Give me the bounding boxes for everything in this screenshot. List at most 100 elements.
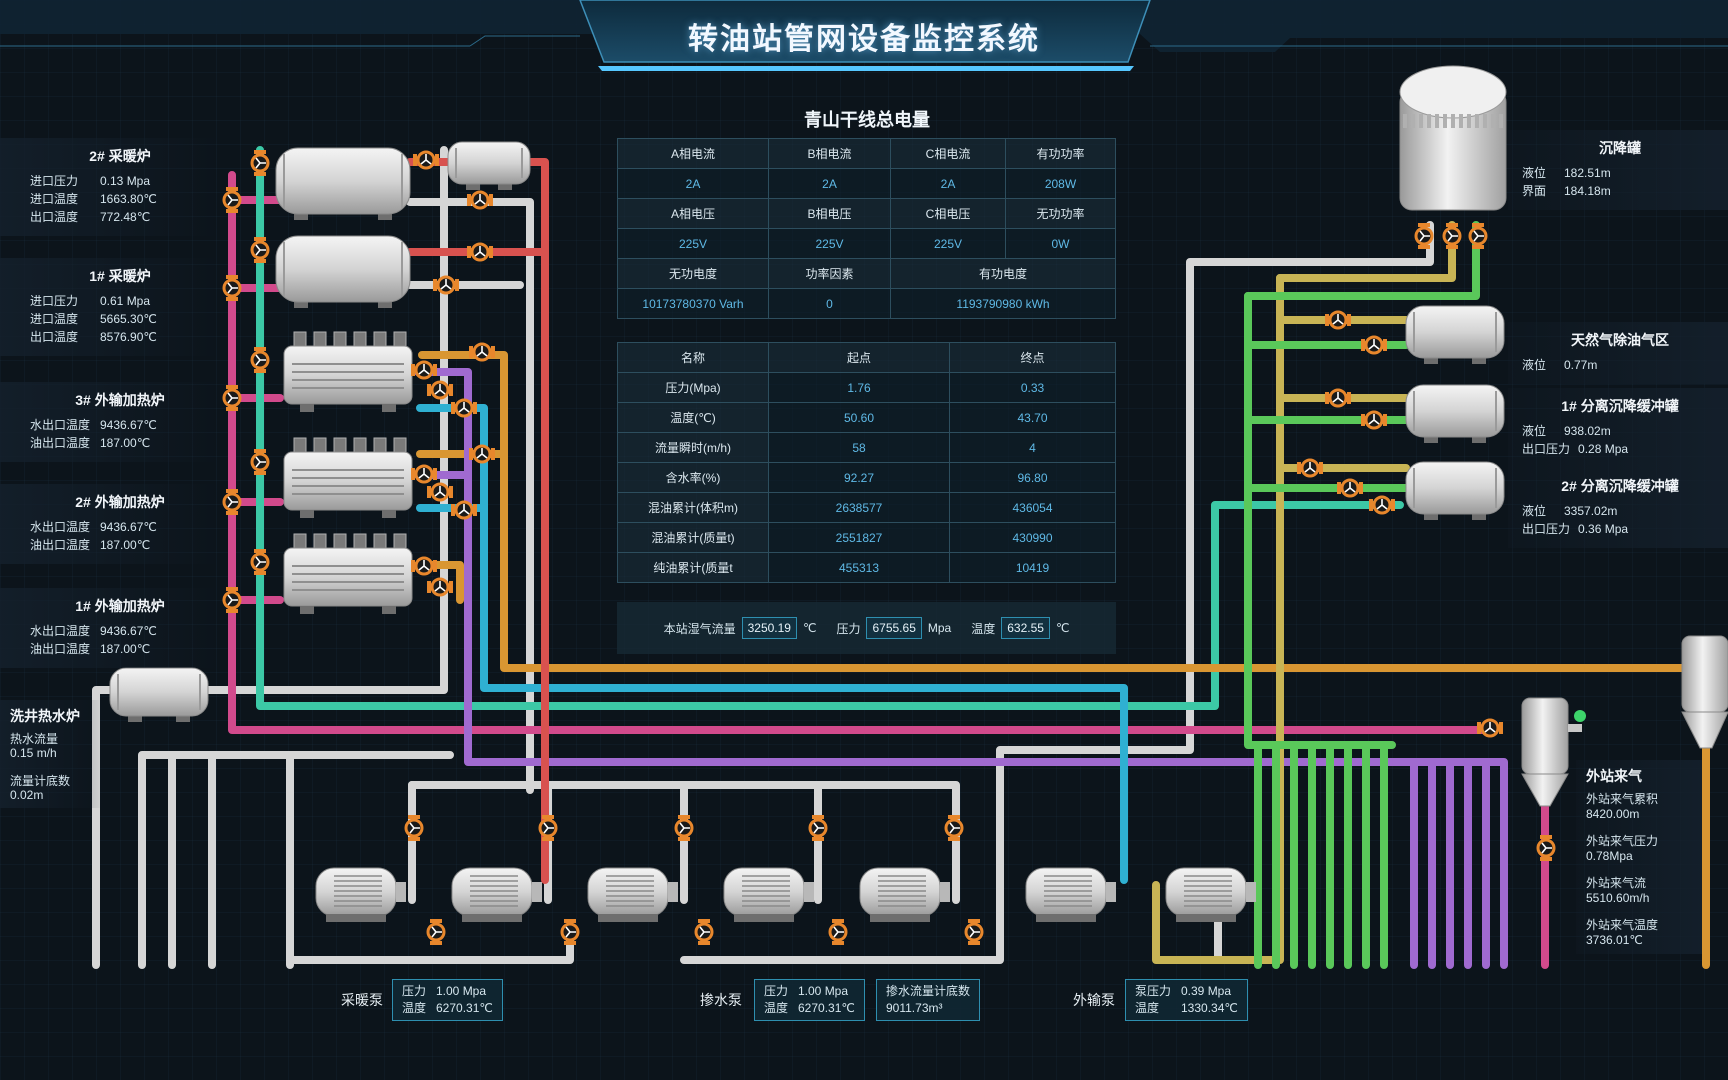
valve-flange xyxy=(254,369,266,373)
valve-spokes xyxy=(255,244,266,256)
valve-spokes xyxy=(1368,414,1380,425)
pump-body xyxy=(1025,867,1107,917)
valve-spokes xyxy=(679,822,690,834)
valve-flange xyxy=(469,346,473,358)
valve-spokes xyxy=(458,504,470,515)
row-label: 进口压力 xyxy=(30,174,79,188)
row-label: 温度 xyxy=(764,1001,789,1015)
water-pump-label: 掺水泵 xyxy=(700,992,742,1008)
tank-body xyxy=(447,141,531,185)
pump-4 xyxy=(723,867,814,922)
pump-shaft xyxy=(532,882,542,902)
panel-title: 1# 外输加热炉 xyxy=(75,598,165,614)
row-value: 0.28 Mpa xyxy=(1578,442,1629,456)
heater-top xyxy=(393,533,407,549)
valve-flange xyxy=(427,486,431,498)
row-label: 出口压力 xyxy=(1522,522,1571,536)
valve-flange xyxy=(473,504,477,516)
row-value: 9436.67℃ xyxy=(100,624,157,638)
row-value: 0.13 Mpa xyxy=(100,174,151,188)
table-cell: 436054 xyxy=(949,492,1116,523)
valve-flange xyxy=(1477,722,1481,734)
valve-spokes xyxy=(1447,230,1458,242)
valve-flange xyxy=(473,402,477,414)
table-header: C相电流 xyxy=(890,138,1006,169)
valve-flange xyxy=(433,364,437,376)
table-cell: 1193790980 kWh xyxy=(890,288,1116,319)
tank-foot xyxy=(498,180,512,190)
wet-gas-flow-value: 3250.19 xyxy=(741,617,797,639)
tank-body xyxy=(275,147,411,215)
row-value: 6270.31℃ xyxy=(436,1001,493,1015)
valve-flange xyxy=(254,237,266,241)
row-value: 187.00℃ xyxy=(100,642,151,656)
table-header: C相电压 xyxy=(890,198,1006,229)
valve-flange xyxy=(948,837,960,841)
tank-body xyxy=(109,667,209,717)
pump-body xyxy=(587,867,669,917)
row-value: 0.39 Mpa xyxy=(1181,984,1232,998)
export-pump-label: 外输泵 xyxy=(1073,992,1115,1008)
table-header: 终点 xyxy=(949,342,1116,373)
pump-body xyxy=(451,867,533,917)
row-label: 油出口温度 xyxy=(30,642,91,656)
valve-icon xyxy=(222,187,242,213)
tank-foot xyxy=(1472,433,1486,443)
row-label: 油出口温度 xyxy=(30,538,91,552)
table-cell: 2A xyxy=(890,168,1006,199)
valve-icon xyxy=(433,275,459,295)
valve-flange xyxy=(451,402,455,414)
table-cell: 455313 xyxy=(768,552,950,583)
valve-flange xyxy=(433,560,437,572)
heating-furnace-2-tank xyxy=(275,147,411,220)
power-table-title: 青山干线总电量 xyxy=(804,110,930,130)
panel-title: 2# 外输加热炉 xyxy=(75,494,165,510)
tank-rail xyxy=(1499,114,1503,128)
row-value: 3357.02m xyxy=(1564,504,1618,518)
pump-shaft xyxy=(668,882,678,902)
tank-rail xyxy=(1483,114,1487,128)
table-cell: 2638577 xyxy=(768,492,950,523)
water-meter-box: 掺水流量计底数 9011.73m³ xyxy=(876,979,981,1021)
heater-top xyxy=(293,331,307,347)
valve-icon xyxy=(250,347,270,373)
wet-gas-pressure-label: 压力 xyxy=(836,621,861,636)
row-label: 水出口温度 xyxy=(30,520,91,534)
valve-spokes xyxy=(476,346,488,357)
valve-icon xyxy=(1369,495,1395,515)
valve-flange xyxy=(564,941,576,945)
tank-rail xyxy=(1451,114,1455,128)
valve-flange xyxy=(1540,835,1552,839)
valve-icon xyxy=(427,577,453,597)
valve-flange xyxy=(408,815,420,819)
header-frame xyxy=(0,0,1728,71)
valve-spokes xyxy=(969,926,980,938)
valve-spokes xyxy=(255,556,266,568)
tank-rail xyxy=(1419,114,1423,128)
table-cell: 58 xyxy=(768,432,950,463)
pump-body xyxy=(723,867,805,917)
valve-icon xyxy=(222,275,242,301)
heater-top xyxy=(313,533,327,549)
valve-icon xyxy=(222,385,242,411)
tank-foot xyxy=(300,606,314,614)
valve-spokes xyxy=(833,926,844,938)
row-label: 进口压力 xyxy=(30,294,79,308)
valve-icon xyxy=(828,919,848,945)
page-title: 转油站管网设备监控系统 xyxy=(688,23,1040,56)
row-label: 温度 xyxy=(402,1001,427,1015)
row-value: 184.18m xyxy=(1564,184,1611,198)
panel-title: 洗井热水炉 xyxy=(10,708,80,724)
valve-spokes xyxy=(418,560,430,571)
row-value: 5510.60m/h xyxy=(1586,891,1650,905)
export-pump-1 xyxy=(1025,867,1116,922)
row-label: 掺水流量计底数 xyxy=(886,984,971,998)
valve-flange xyxy=(1418,245,1430,249)
valve-icon xyxy=(1468,223,1488,249)
valve-spokes xyxy=(255,456,266,468)
tank-foot xyxy=(382,510,396,518)
pump-base xyxy=(462,914,522,922)
valve-icon xyxy=(1325,310,1351,330)
